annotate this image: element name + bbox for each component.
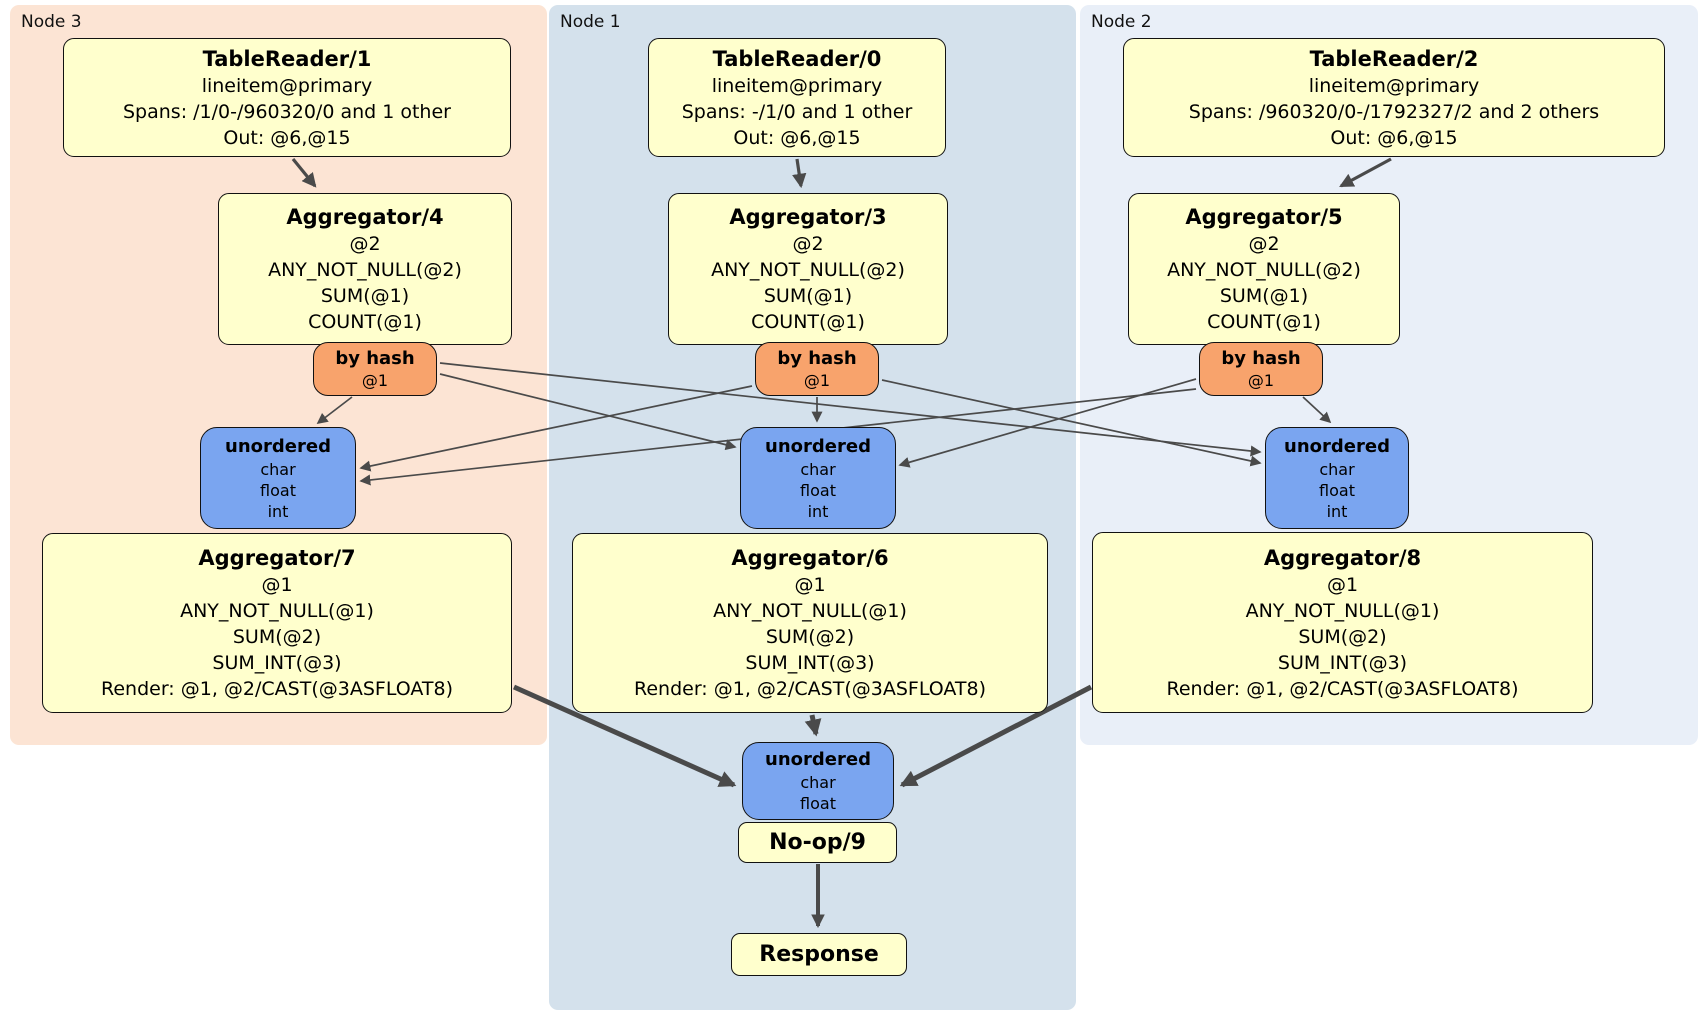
box-line: ANY_NOT_NULL(@2) — [711, 259, 905, 281]
box-title: Aggregator/8 — [1263, 545, 1422, 570]
box-line: Out: @6,@15 — [733, 126, 861, 149]
box-title: TableReader/0 — [712, 46, 882, 71]
box-line: @1 — [794, 574, 826, 596]
sync-type: int — [807, 501, 829, 521]
processor-aggregator-3: Aggregator/3 @2 ANY_NOT_NULL(@2) SUM(@1)… — [668, 193, 948, 345]
box-line: Render: @1, @2/CAST(@3ASFLOAT8) — [634, 678, 986, 700]
box-title: TableReader/1 — [202, 46, 372, 71]
box-line: SUM(@2) — [1298, 625, 1387, 648]
router-title: by hash — [1221, 348, 1301, 369]
box-line: @2 — [1248, 233, 1280, 255]
box-line: @2 — [349, 233, 381, 255]
box-line: lineitem@primary — [711, 74, 883, 97]
box-title: Aggregator/5 — [1185, 205, 1343, 229]
box-line: @2 — [792, 233, 824, 255]
sync-type: float — [800, 794, 836, 813]
box-line: ANY_NOT_NULL(@1) — [180, 600, 374, 622]
box-line: ANY_NOT_NULL(@2) — [268, 259, 462, 281]
box-title: No-op/9 — [769, 830, 866, 855]
box-line: COUNT(@1) — [1207, 311, 1321, 333]
box-line: SUM_INT(@3) — [212, 652, 342, 674]
box-line: SUM(@2) — [232, 626, 322, 648]
processor-noop-9: No-op/9 — [738, 822, 897, 863]
box-line: Spans: /1/0-/960320/0 and 1 other — [123, 100, 451, 123]
router-by-hash-node1: by hash @1 — [755, 342, 879, 396]
router-by-hash-node3: by hash @1 — [313, 342, 437, 396]
box-line: SUM(@1) — [763, 285, 853, 307]
sync-title: unordered — [765, 435, 871, 457]
box-title: Aggregator/4 — [286, 205, 444, 229]
processor-response: Response — [731, 933, 907, 976]
sync-type: float — [260, 480, 296, 500]
sync-title: unordered — [765, 749, 871, 770]
sync-type: char — [1319, 459, 1355, 479]
box-title: Aggregator/6 — [731, 546, 889, 570]
sync-title: unordered — [1284, 435, 1390, 457]
region-node3-label: Node 3 — [21, 12, 82, 32]
processor-aggregator-4: Aggregator/4 @2 ANY_NOT_NULL(@2) SUM(@1)… — [218, 193, 512, 345]
processor-aggregator-7: Aggregator/7 @1 ANY_NOT_NULL(@1) SUM(@2)… — [42, 533, 512, 713]
sync-type: char — [800, 773, 836, 792]
box-line: lineitem@primary — [1308, 74, 1480, 97]
box-title: Response — [759, 942, 879, 967]
sync-unordered-node1: unordered char float int — [740, 427, 896, 529]
sync-type: float — [1319, 480, 1355, 500]
box-line: @1 — [261, 574, 293, 596]
box-line: Spans: /960320/0-/1792327/2 and 2 others — [1188, 100, 1600, 123]
router-title: by hash — [777, 348, 857, 369]
router-title: by hash — [335, 348, 415, 369]
sync-unordered-final: unordered char float — [742, 742, 894, 820]
box-line: Spans: -/1/0 and 1 other — [681, 100, 913, 123]
processor-tablereader-1: TableReader/1 lineitem@primary Spans: /1… — [63, 38, 511, 157]
sync-type: int — [267, 501, 289, 521]
sync-type: int — [1326, 501, 1348, 521]
processor-aggregator-5: Aggregator/5 @2 ANY_NOT_NULL(@2) SUM(@1)… — [1128, 193, 1400, 345]
processor-tablereader-2: TableReader/2 lineitem@primary Spans: /9… — [1123, 38, 1665, 157]
box-title: Aggregator/3 — [729, 205, 887, 229]
router-detail: @1 — [803, 371, 831, 390]
box-title: TableReader/2 — [1309, 46, 1479, 71]
box-line: SUM(@1) — [1219, 285, 1309, 307]
router-by-hash-node2: by hash @1 — [1199, 342, 1323, 396]
box-line: Out: @6,@15 — [223, 126, 351, 149]
sync-type: char — [260, 459, 296, 479]
sync-title: unordered — [225, 435, 331, 457]
box-line: lineitem@primary — [201, 74, 373, 97]
sync-unordered-node3: unordered char float int — [200, 427, 356, 529]
region-node1-label: Node 1 — [560, 12, 621, 32]
box-line: @1 — [1326, 573, 1359, 596]
box-line: ANY_NOT_NULL(@1) — [713, 600, 907, 622]
sync-unordered-node2: unordered char float int — [1265, 427, 1409, 529]
box-line: ANY_NOT_NULL(@2) — [1167, 259, 1361, 281]
box-line: ANY_NOT_NULL(@1) — [1245, 599, 1440, 622]
router-detail: @1 — [361, 371, 389, 390]
router-detail: @1 — [1247, 371, 1275, 390]
box-line: SUM_INT(@3) — [745, 652, 875, 674]
box-line: Render: @1, @2/CAST(@3ASFLOAT8) — [1166, 677, 1519, 700]
sync-type: float — [800, 480, 836, 500]
box-line: Out: @6,@15 — [1330, 126, 1458, 149]
box-line: SUM_INT(@3) — [1277, 651, 1408, 674]
box-line: Render: @1, @2/CAST(@3ASFLOAT8) — [101, 678, 453, 700]
processor-aggregator-8: Aggregator/8 @1 ANY_NOT_NULL(@1) SUM(@2)… — [1092, 532, 1593, 713]
box-line: SUM(@2) — [765, 626, 855, 648]
processor-aggregator-6: Aggregator/6 @1 ANY_NOT_NULL(@1) SUM(@2)… — [572, 533, 1048, 713]
region-node2-label: Node 2 — [1091, 12, 1152, 32]
box-line: SUM(@1) — [320, 285, 410, 307]
processor-tablereader-0: TableReader/0 lineitem@primary Spans: -/… — [648, 38, 946, 157]
box-line: COUNT(@1) — [308, 311, 422, 333]
box-line: COUNT(@1) — [751, 311, 865, 333]
box-title: Aggregator/7 — [198, 546, 356, 570]
sync-type: char — [800, 459, 836, 479]
